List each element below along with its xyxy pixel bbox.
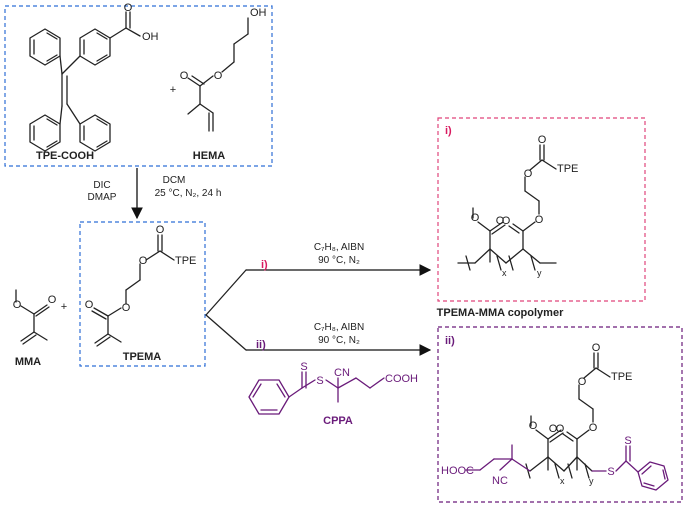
copolymer-i-structure [457, 144, 557, 271]
route-i-conditions-2: 90 °C, N₂ [318, 255, 360, 266]
tpe-cooh-label: TPE-COOH [36, 150, 94, 162]
box-i-label: i) [445, 125, 452, 137]
atom-label-hooc: HOOC [441, 465, 474, 477]
hema-structure [187, 17, 249, 132]
route-i-conditions-1: C₇H₈, AIBN [314, 242, 364, 253]
copolymer-box-i [437, 117, 646, 302]
atom-label-o: O [122, 302, 131, 314]
atom-label-o: O [556, 423, 565, 435]
atom-label-o: O [13, 299, 22, 311]
atom-label-cooh: COOH [385, 373, 418, 385]
tpema-label: TPEMA [123, 351, 162, 363]
route-ii-conditions-2: 90 °C, N₂ [318, 335, 360, 346]
tpe-cooh-structure [29, 11, 141, 152]
atom-label-s: S [316, 375, 323, 387]
route-i-label: i) [261, 259, 268, 271]
tpema-structure [91, 234, 175, 347]
atom-label-tpe: TPE [557, 163, 578, 175]
reagent-dmap: DMAP [88, 192, 117, 203]
atom-label-o: O [502, 215, 511, 227]
subscript-x: x [560, 476, 565, 486]
atom-label-o: O [589, 422, 598, 434]
atom-label-s: S [300, 361, 307, 373]
atom-label-o: O [496, 215, 505, 227]
copolymer-label: TPEMA-MMA copolymer [437, 307, 564, 319]
atom-label-o: O [85, 299, 94, 311]
atom-label-o: O [124, 2, 133, 14]
atom-label-o: O [535, 214, 544, 226]
box-ii-label: ii) [445, 335, 455, 347]
reagent-dic: DIC [93, 180, 110, 191]
atom-label-o: O [214, 70, 223, 82]
mma-label: MMA [15, 356, 41, 368]
route-ii-label: ii) [256, 339, 266, 351]
copolymer-box-ii [437, 326, 683, 503]
reactants-box [4, 5, 273, 167]
cppa-label: CPPA [323, 415, 353, 427]
atom-label-o: O [156, 224, 165, 236]
atom-label-o: O [471, 212, 480, 224]
subscript-x: x [502, 268, 507, 278]
plus-sign: + [170, 84, 176, 96]
atom-label-s: S [607, 466, 614, 478]
hema-label: HEMA [193, 150, 225, 162]
atom-label-s: S [624, 435, 631, 447]
atom-label-o: O [139, 255, 148, 267]
atom-label-oh: OH [250, 7, 267, 19]
plus-sign: + [61, 301, 67, 313]
atom-label-o: O [48, 294, 57, 306]
cppa-structure [248, 371, 385, 415]
atom-label-o: O [538, 134, 547, 146]
atom-label-cn: CN [334, 367, 350, 379]
mma-structure [15, 289, 50, 345]
subscript-y: y [589, 476, 594, 486]
atom-label-o: O [524, 168, 533, 180]
step1-conditions: 25 °C, N₂, 24 h [155, 188, 222, 199]
route-ii-conditions-1: C₇H₈, AIBN [314, 322, 364, 333]
atom-label-o: O [529, 420, 538, 432]
subscript-y: y [537, 268, 542, 278]
atom-label-o: O [592, 342, 601, 354]
atom-label-tpe: TPE [175, 255, 196, 267]
raft-end-groups [465, 444, 669, 491]
solvent-dcm: DCM [163, 175, 186, 186]
atom-label-oh: OH [142, 31, 159, 43]
atom-label-o: O [180, 70, 189, 82]
tpema-box [79, 221, 206, 367]
copolymer-ii-structure [525, 352, 611, 479]
atom-label-tpe: TPE [611, 371, 632, 383]
atom-label-o: O [578, 376, 587, 388]
atom-label-o: O [549, 423, 558, 435]
atom-label-nc: NC [492, 475, 508, 487]
